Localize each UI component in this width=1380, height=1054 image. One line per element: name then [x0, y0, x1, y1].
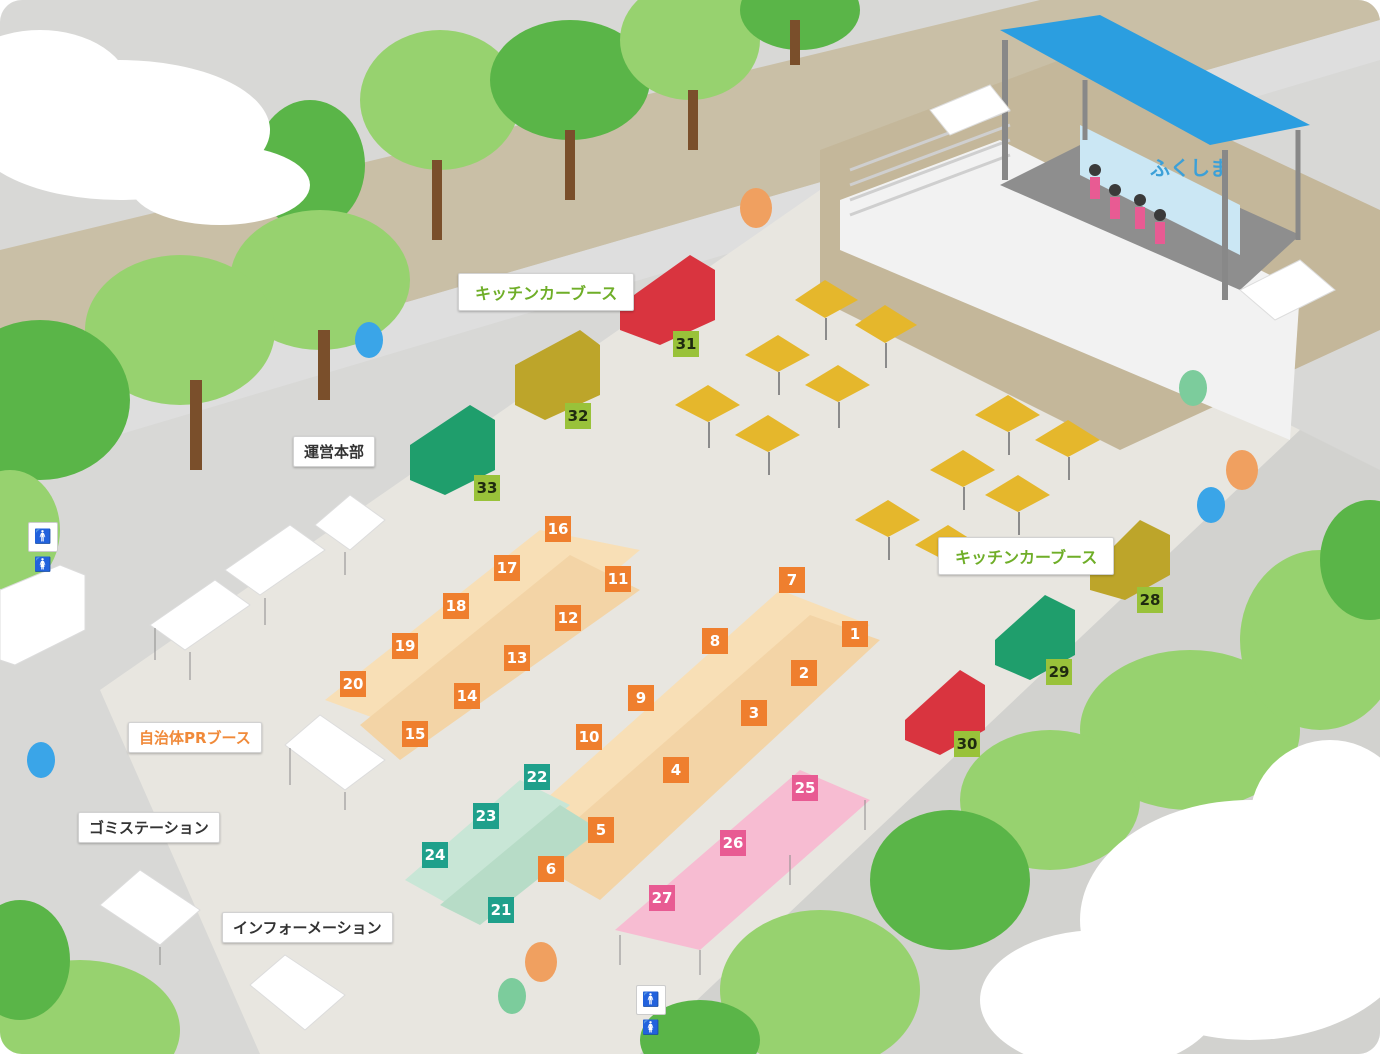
- booth-23: 23: [473, 803, 499, 829]
- umbrella-poles: [708, 318, 1070, 560]
- booth-4: 4: [663, 757, 689, 783]
- booth-14: 14: [454, 683, 480, 709]
- kitchen-car-booth-label-right: キッチンカーブース: [938, 537, 1115, 575]
- booth-27: 27: [649, 885, 675, 911]
- booth-28: 28: [1137, 587, 1163, 613]
- stage-roof: [1000, 15, 1310, 145]
- booth-8: 8: [702, 628, 728, 654]
- booth-18: 18: [443, 593, 469, 619]
- booth-2: 2: [791, 660, 817, 686]
- headquarters-label: 運営本部: [293, 436, 376, 467]
- stage-area: ふくしま: [820, 15, 1380, 450]
- booth-3: 3: [741, 700, 767, 726]
- booth-9: 9: [628, 685, 654, 711]
- booth-30: 30: [954, 731, 980, 757]
- teal-booths-tents: [405, 780, 600, 925]
- booth-15: 15: [402, 721, 428, 747]
- booth-12: 12: [555, 605, 581, 631]
- booth-26: 26: [720, 830, 746, 856]
- cloud-top-left: [0, 30, 310, 225]
- information-label: インフォーメーション: [222, 912, 393, 943]
- trees-lower-right: [640, 500, 1380, 1054]
- stage-side-tents: [929, 84, 1336, 321]
- pink-booths-tents: [615, 770, 870, 975]
- booth-10: 10: [576, 724, 602, 750]
- booth-29: 29: [1046, 659, 1072, 685]
- booth-5: 5: [588, 817, 614, 843]
- cloud-lower-right: [980, 740, 1380, 1054]
- stage-backdrop: [1080, 125, 1240, 255]
- kitchen-car-booth-label-top: キッチンカーブース: [458, 273, 635, 311]
- booth-17: 17: [494, 555, 520, 581]
- booth-6: 6: [538, 856, 564, 882]
- booth-33: 33: [474, 475, 500, 501]
- booth-22: 22: [524, 764, 550, 790]
- booth-11: 11: [605, 566, 631, 592]
- restroom-icon: 🚹🚺: [636, 985, 666, 1036]
- garbage-station-label: ゴミステーション: [78, 812, 220, 843]
- booth-13: 13: [504, 645, 530, 671]
- booth-31: 31: [673, 331, 699, 357]
- umbrellas: [675, 280, 1100, 562]
- balloons: [27, 188, 1258, 1014]
- booth-16: 16: [545, 516, 571, 542]
- white-tents: [0, 494, 386, 1031]
- booth-25: 25: [792, 775, 818, 801]
- booth-7: 7: [779, 567, 805, 593]
- trees-lower-left: [0, 900, 180, 1054]
- pr-booth-label: 自治体PRブース: [128, 722, 262, 753]
- stage-banner-text: ふくしま: [1150, 156, 1230, 180]
- booth-19: 19: [392, 633, 418, 659]
- booth-24: 24: [422, 842, 448, 868]
- trees-upper: [0, 0, 860, 590]
- restroom-icon: 🚹🚺: [28, 522, 58, 573]
- booth-32: 32: [565, 403, 591, 429]
- booth-20: 20: [340, 671, 366, 697]
- booth-21: 21: [488, 897, 514, 923]
- booth-1: 1: [842, 621, 868, 647]
